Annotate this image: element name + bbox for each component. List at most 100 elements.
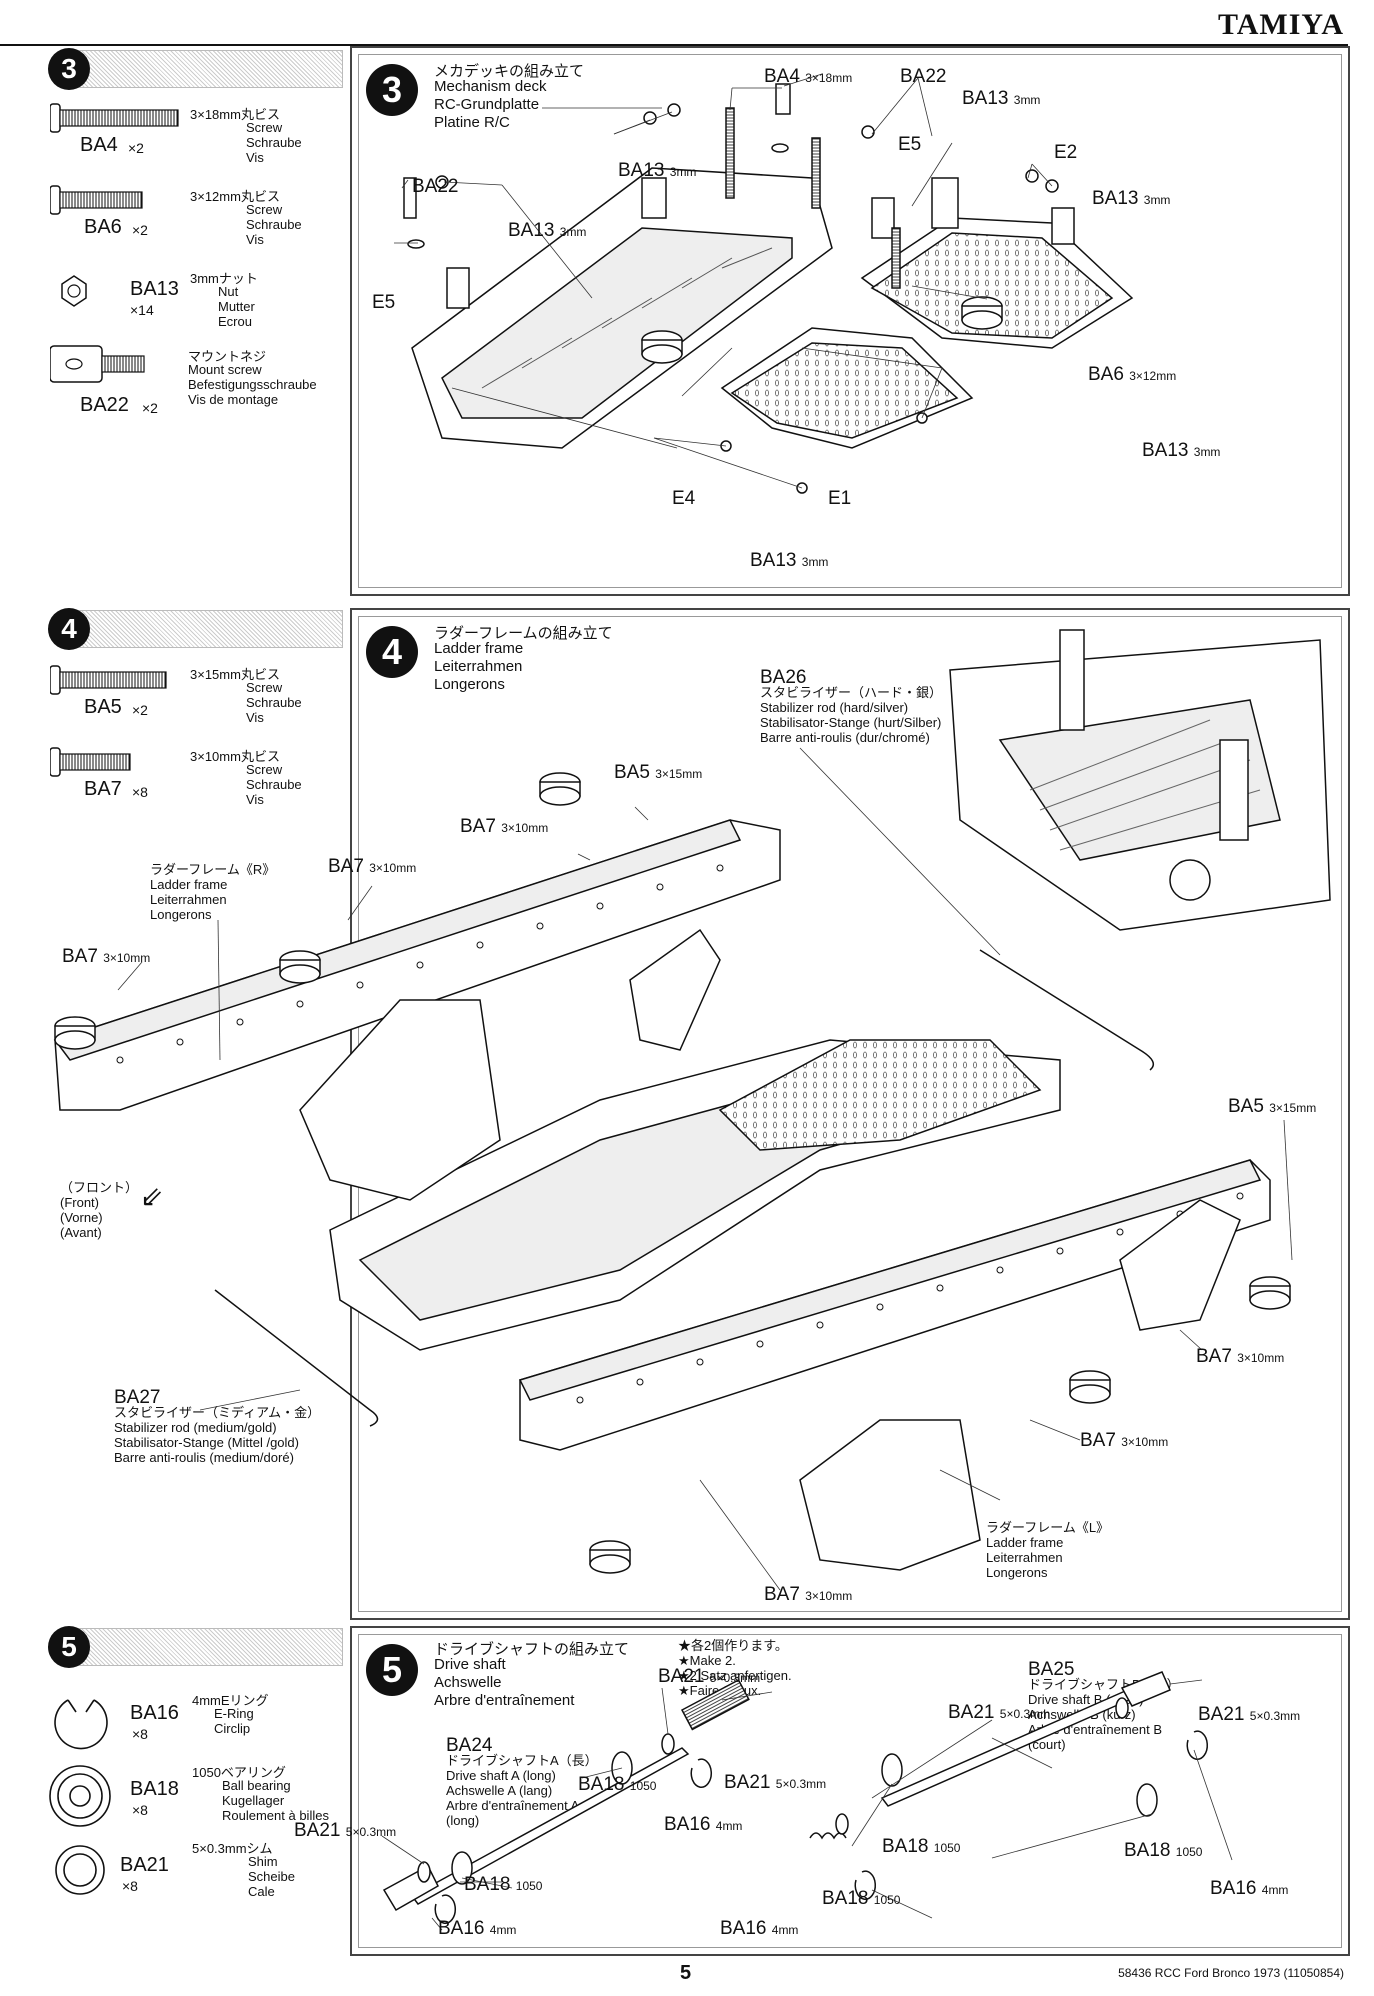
shaft-b-yoke (1120, 1671, 1171, 1707)
label-ba16: BA16 4mm (438, 1918, 517, 1939)
label-ba7: BA7 3×10mm (328, 856, 417, 877)
part-name: Vis (246, 232, 264, 247)
part-name: Screw (246, 680, 283, 695)
front-de: (Vorne) (60, 1210, 103, 1225)
parts-illustrations (50, 103, 179, 383)
frame-r-callout: ラダーフレーム《R》 Ladder frame Leiterrahmen Lon… (150, 862, 275, 922)
part-spec: 4mmEリング (192, 1693, 269, 1708)
label-ba21: BA21 5×0.3mm (294, 1820, 397, 1841)
ba26-line: Stabilizer rod (hard/silver) (760, 700, 909, 715)
part-spec: 3mmナット (190, 271, 258, 286)
ba24-code: BA24 (446, 1735, 493, 1756)
label-ba7: BA7 3×10mm (764, 1584, 853, 1605)
step-title: RC-Grundplatte (434, 96, 540, 113)
mechanism-deck-illustration (394, 73, 1134, 494)
screw-short-icon (50, 185, 143, 215)
header-rule (0, 44, 1348, 46)
part-spec: 3×10mm丸ビス (190, 749, 280, 764)
ba26-jp: スタビライザー（ハード・銀） (760, 685, 943, 700)
label-ba18: BA18 1050 (464, 1874, 543, 1895)
footer-code: 58436 RCC Ford Bronco 1973 (11050854) (1118, 1966, 1344, 1980)
frame-r-line: Leiterrahmen (150, 892, 227, 907)
part-name: Screw (246, 202, 283, 217)
screw-icon (50, 665, 167, 695)
part-qty: ×8 (122, 1878, 138, 1894)
step-header-band (78, 50, 343, 88)
shim-icon (55, 1845, 105, 1895)
frame-l-callout: ラダーフレーム《L》 Ladder frame Leiterrahmen Lon… (986, 1520, 1109, 1580)
ba27-code: BA27 (114, 1387, 161, 1408)
part-name: Vis (246, 710, 264, 725)
part-qty: ×8 (132, 784, 148, 800)
step-3-parts-list: 3×18mm丸ビス Screw Schraube Vis BA4 ×2 3×12… (50, 98, 350, 428)
label-ba16: BA16 4mm (1210, 1878, 1289, 1899)
label-e1: E1 (828, 488, 852, 509)
step-title: Drive shaft (434, 1656, 506, 1673)
label-ba7: BA7 3×10mm (1196, 1346, 1285, 1367)
make-note-line: ★Make 2. (678, 1653, 736, 1668)
screw-icon (50, 747, 131, 777)
step-4-header: 4 (48, 608, 343, 650)
label-ba18: BA18 1050 (578, 1774, 657, 1795)
part-name: Schraube (246, 135, 302, 150)
step-5-panel: 5 ドライブシャフトの組み立て Drive shaft Achswelle Ar… (294, 1626, 1350, 1956)
ba24-line: Achswelle A (lang) (446, 1783, 553, 1798)
ba27-line: Barre anti-roulis (medium/doré) (114, 1450, 294, 1465)
label-ba6: BA6 3×12mm (1088, 364, 1177, 385)
part-name: Schraube (246, 217, 302, 232)
ba25-code: BA25 (1028, 1659, 1075, 1680)
part-qty: ×14 (130, 302, 154, 318)
part-spec: 3×18mm丸ビス (190, 107, 280, 122)
part-code: BA6 (84, 216, 122, 238)
part-name: Nut (218, 284, 239, 299)
label-ba7: BA7 3×10mm (460, 816, 549, 837)
label-ba7: BA7 3×10mm (62, 946, 151, 967)
label-e4: E4 (672, 488, 696, 509)
ba24-callout: BA24 ドライブシャフトA（長） Drive shaft A (long) A… (446, 1735, 598, 1828)
frame-r-line: Longerons (150, 907, 212, 922)
front-fr: (Avant) (60, 1225, 102, 1240)
step-header-band (78, 1628, 343, 1666)
make-note-line: ★各2個作ります。 (678, 1638, 788, 1653)
nut-icon (61, 275, 87, 307)
label-ba4: BA4 3×18mm (764, 66, 853, 87)
part-name: Shim (248, 1854, 278, 1869)
label-e5: E5 (372, 292, 396, 313)
label-ba13: BA13 3mm (508, 220, 587, 241)
label-ba13: BA13 3mm (1142, 440, 1221, 461)
ba24-line: Arbre d'entraînement A (446, 1798, 580, 1813)
frame-l-line: Longerons (986, 1565, 1048, 1580)
step-4-panel: 4 ラダーフレームの組み立て Ladder frame Leiterrahmen… (350, 608, 1350, 1620)
frame-r-jp: ラダーフレーム《R》 (150, 862, 276, 877)
label-ba21: BA21 5×0.3mm (658, 1666, 761, 1687)
drive-shaft-illustration (381, 1671, 1233, 1931)
part-spec: 1050ベアリング (192, 1765, 286, 1780)
screw-long-icon (50, 103, 179, 133)
e-ring-icon (54, 1699, 108, 1750)
frame-l-line: Ladder frame (986, 1535, 1064, 1550)
label-ba16: BA16 4mm (664, 1814, 743, 1835)
part-code: BA22 (80, 394, 129, 416)
part-name: Befestigungsschraube (188, 377, 317, 392)
ba27-callout: BA27 スタビライザー（ミディアム・金） Stabilizer rod (me… (114, 1387, 320, 1465)
part-name: Screw (246, 120, 283, 135)
label-ba22: BA22 (412, 176, 459, 197)
part-spec: 3×12mm丸ビス (190, 189, 280, 204)
part-name: Ecrou (218, 314, 252, 329)
ba26-line: Stabilisator-Stange (hurt/Silber) (760, 715, 942, 730)
step-5-header: 5 (48, 1626, 343, 1668)
label-ba21: BA21 5×0.3mm (948, 1702, 1051, 1723)
parts-illustrations (49, 1699, 111, 1895)
label-ba18: BA18 1050 (1124, 1840, 1203, 1861)
part-name: Mutter (218, 299, 255, 314)
part-name: Scheibe (248, 1869, 295, 1884)
step-header-band (78, 610, 343, 648)
label-ba5: BA5 3×15mm (614, 762, 703, 783)
ba27-line: Stabilizer rod (medium/gold) (114, 1420, 277, 1435)
front-jp: （フロント） (60, 1180, 139, 1195)
label-ba13: BA13 3mm (962, 88, 1041, 109)
ba26-line: Barre anti-roulis (dur/chromé) (760, 730, 930, 745)
label-ba5: BA5 3×15mm (1228, 1096, 1317, 1117)
part-code: BA16 (130, 1702, 179, 1724)
step-title-jp: ドライブシャフトの組み立て (434, 1641, 630, 1658)
